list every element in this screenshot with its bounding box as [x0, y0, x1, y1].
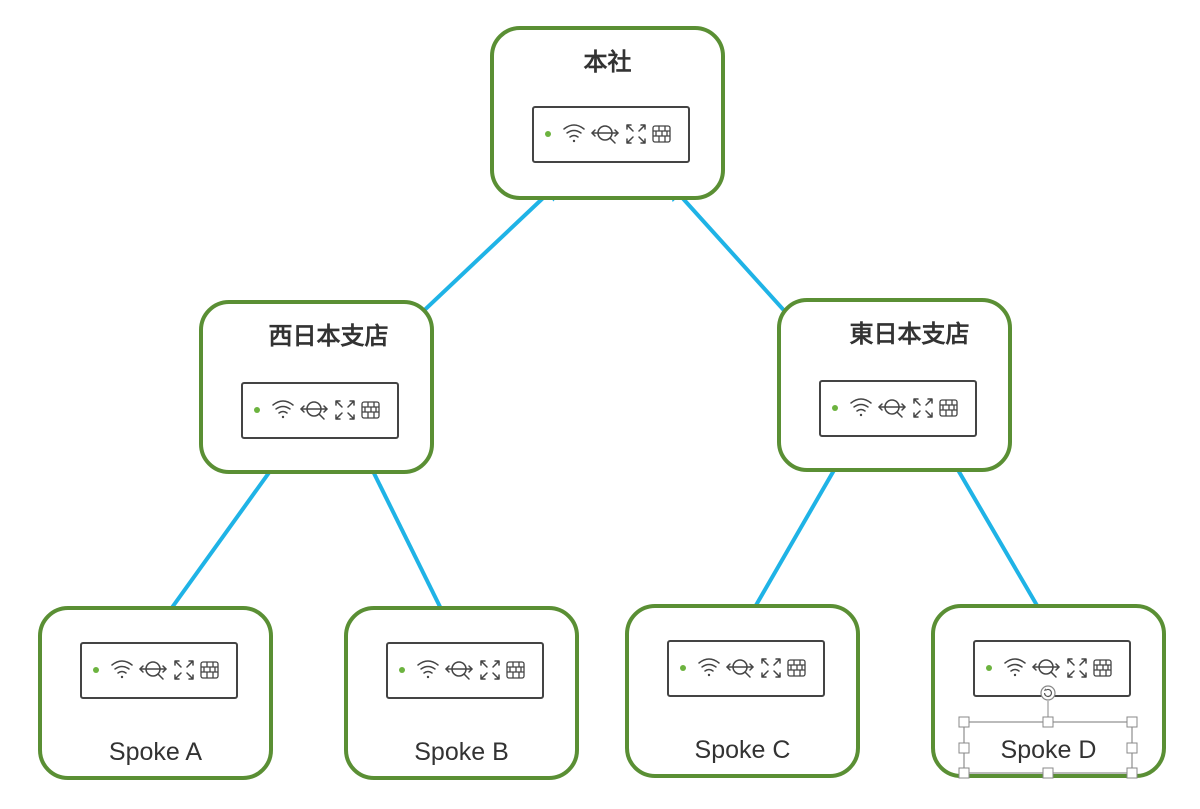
wifi-icon — [417, 660, 439, 679]
node-hq[interactable]: 本社 — [490, 26, 725, 200]
status-led-icon — [254, 407, 260, 413]
link-east-spoke-d[interactable] — [942, 444, 1051, 628]
wifi-icon — [698, 658, 720, 677]
vpn-search-icon — [444, 661, 474, 680]
wifi-icon — [272, 400, 294, 419]
vpn-search-icon — [725, 659, 755, 678]
switch-arrows-icon — [1067, 658, 1087, 678]
status-led-icon — [832, 405, 838, 411]
device-icons — [545, 124, 671, 144]
node-east[interactable]: 東日本支店 — [777, 298, 1012, 472]
status-led-icon — [93, 667, 99, 673]
switch-arrows-icon — [761, 658, 781, 678]
device-icons — [93, 660, 219, 680]
vpn-search-icon — [138, 661, 168, 680]
status-led-icon — [545, 131, 551, 137]
switch-arrows-icon — [626, 124, 646, 144]
selection-overlay — [958, 685, 1138, 779]
vpn-search-icon — [590, 125, 620, 144]
router-device[interactable] — [386, 642, 544, 699]
link-west-spoke-b[interactable] — [360, 447, 452, 629]
firewall-icon — [939, 399, 958, 417]
wifi-icon — [850, 398, 872, 417]
vpn-search-icon — [877, 399, 907, 418]
node-label: Spoke B — [414, 738, 509, 766]
vpn-search-icon — [1031, 659, 1061, 678]
node-label: Spoke A — [108, 738, 203, 766]
link-east-spoke-c[interactable] — [742, 444, 850, 628]
vpn-search-icon — [299, 401, 329, 420]
node-spoke-b[interactable]: Spoke B — [344, 606, 579, 780]
router-device[interactable] — [241, 382, 399, 439]
node-title: 東日本支店 — [849, 320, 970, 348]
wifi-icon — [111, 660, 133, 679]
status-led-icon — [680, 665, 686, 671]
firewall-icon — [200, 661, 219, 679]
device-icons — [680, 658, 806, 678]
firewall-icon — [1093, 659, 1112, 677]
firewall-icon — [506, 661, 525, 679]
switch-arrows-icon — [174, 660, 194, 680]
switch-arrows-icon — [335, 400, 355, 420]
firewall-icon — [361, 401, 380, 419]
status-led-icon — [399, 667, 405, 673]
node-title: 西日本支店 — [268, 322, 389, 350]
device-icons — [832, 398, 958, 418]
wifi-icon — [563, 124, 585, 143]
firewall-icon — [787, 659, 806, 677]
selection-frame — [963, 721, 1133, 774]
switch-arrows-icon — [480, 660, 500, 680]
node-west[interactable]: 西日本支店 — [199, 300, 434, 474]
wifi-icon — [1004, 658, 1026, 677]
device-icons — [254, 400, 380, 420]
status-led-icon — [986, 665, 992, 671]
router-device[interactable] — [80, 642, 238, 699]
router-device[interactable] — [819, 380, 977, 437]
router-device[interactable] — [667, 640, 825, 697]
link-west-spoke-a[interactable] — [156, 447, 288, 629]
node-title: 本社 — [583, 48, 632, 76]
resize-handles[interactable] — [958, 716, 1138, 779]
router-device[interactable] — [532, 106, 690, 163]
device-icons — [399, 660, 525, 680]
firewall-icon — [652, 125, 671, 143]
device-icons — [986, 658, 1112, 678]
switch-arrows-icon — [913, 398, 933, 418]
rotate-handle-icon[interactable] — [1040, 685, 1056, 701]
node-label: Spoke D — [1000, 736, 1097, 764]
node-label: Spoke C — [694, 736, 791, 764]
node-spoke-c[interactable]: Spoke C — [625, 604, 860, 778]
node-spoke-a[interactable]: Spoke A — [38, 606, 273, 780]
